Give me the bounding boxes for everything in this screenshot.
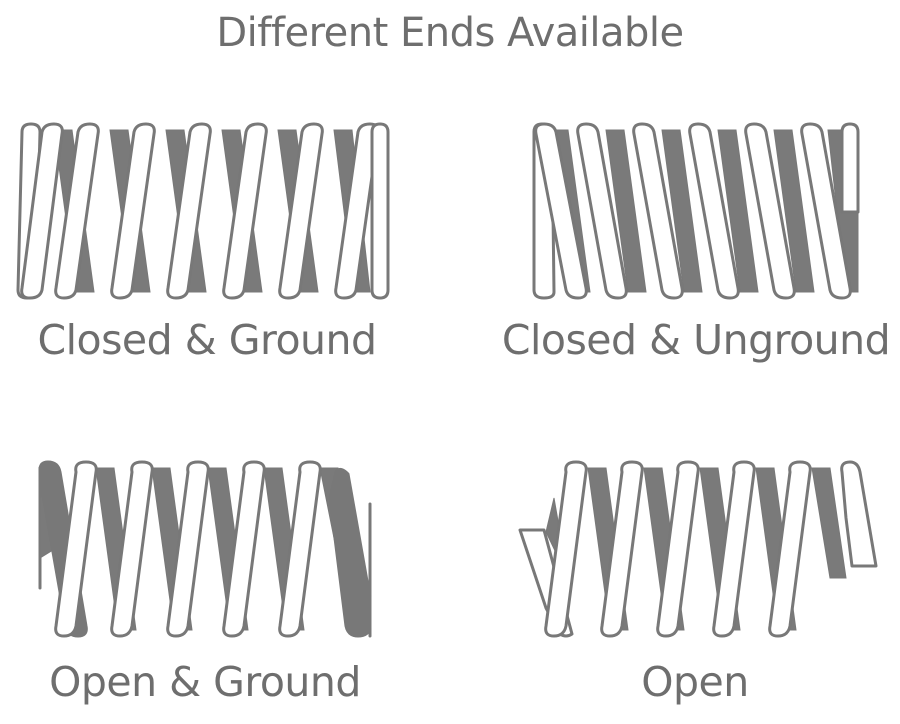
spring-open	[516, 458, 886, 640]
spring-closed-unground	[528, 120, 868, 302]
open-spring-illustration	[518, 460, 878, 638]
closed-ground-front-coils	[16, 122, 390, 300]
caption-open-ground: Open & Ground	[49, 658, 361, 706]
closed-ground-spring-illustration	[16, 122, 390, 300]
open-front-coils	[518, 460, 878, 638]
caption-closed-unground: Closed & Unground	[501, 316, 891, 364]
closed-unground-spring-illustration	[532, 122, 860, 300]
spring-open-ground	[36, 458, 376, 640]
caption-closed-ground: Closed & Ground	[37, 316, 377, 364]
closed-ground-back-coils	[53, 129, 371, 293]
diagram-title: Different Ends Available	[216, 10, 684, 56]
open-ground-spring-illustration	[38, 460, 372, 638]
spring-closed-ground	[14, 120, 394, 302]
caption-open: Open	[641, 658, 749, 706]
open-ground-front-coils	[38, 460, 372, 638]
closed-unground-front-coils	[532, 122, 860, 300]
